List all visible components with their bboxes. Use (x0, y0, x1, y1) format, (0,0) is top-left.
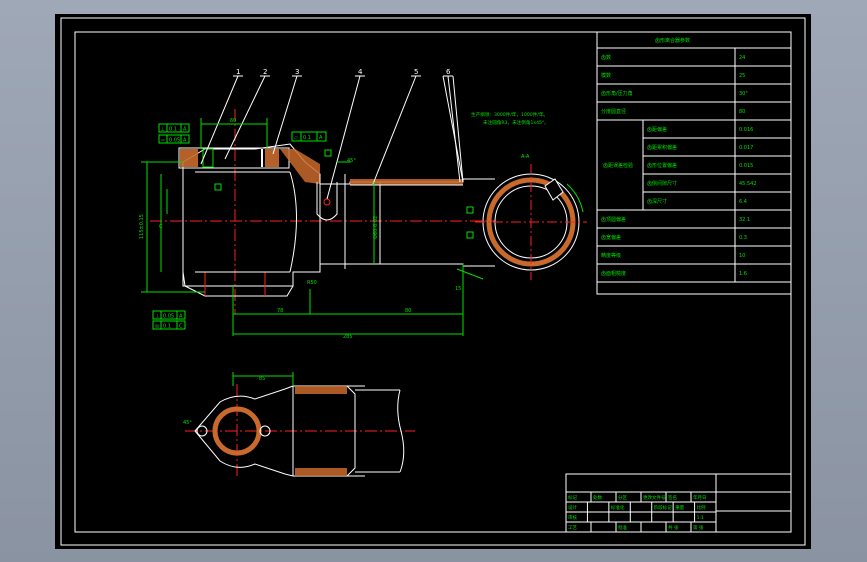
main-view (141, 75, 495, 336)
fcf-tolerance-2: 0.1 (163, 324, 171, 330)
title-block-cell: 设计 (568, 504, 577, 511)
fcf-datum: A (319, 135, 323, 141)
fcf-tolerance: 0.05 (163, 314, 174, 320)
plan-view (185, 372, 415, 479)
param-label-2: 齿形角/压力角 (601, 90, 633, 97)
param-value-2: 30° (739, 91, 748, 97)
param-label-0: 齿数 (601, 54, 611, 61)
title-block-cell: 共 张 (668, 524, 679, 531)
part-number-6: 6 (446, 68, 451, 76)
fcf-tolerance-2: 0.05 (169, 138, 180, 144)
cad-drawing-canvas[interactable]: 1 2 3 4 5 6 生产纲领：3000件/年，1000件/年。 未注圆角R3… (55, 14, 811, 549)
part-number-2: 2 (263, 68, 267, 76)
title-block-cell: 分区 (618, 494, 627, 501)
tail-param-label-2: 精度等级 (601, 252, 621, 259)
tail-param-label-1: 齿宽偏差 (601, 234, 621, 241)
drawing-sheet: 1 2 3 4 5 6 生产纲领：3000件/年，1000件/年。 未注圆角R3… (60, 17, 806, 546)
sub-param-label-3: 齿侧间隙尺寸 (647, 180, 677, 187)
title-block-cell: 年月日 (693, 494, 707, 501)
tail-param-value-2: 10 (739, 253, 745, 259)
fcf-tolerance: 0.1 (303, 135, 311, 141)
section-aa-view: A-A (475, 154, 587, 280)
technical-notes: 生产纲领：3000件/年，1000件/年。 未注圆角R3，未注倒角1x45°。 (471, 111, 549, 126)
sub-param-label-0: 齿距偏差 (647, 126, 667, 133)
sub-param-value-1: 0.017 (739, 145, 753, 151)
fcf-datum: A (183, 127, 187, 133)
param-value-3: 80 (739, 109, 745, 115)
parameter-rows: 齿数 24 模数 25 齿形角/压力角 30° 分度圆直径 80 齿距偏差 0.016 齿距累积偏差… (597, 48, 791, 283)
title-block-cell: 工艺 (568, 525, 577, 531)
part-number-3: 3 (295, 68, 299, 76)
sub-param-value-2: 0.015 (739, 163, 753, 169)
fcf-symbol-2: ▱ (161, 138, 165, 144)
fcf-datum-2: A (183, 138, 187, 144)
dim-shaft: Φ60-0.02 (373, 216, 379, 239)
dim-view-top: 85 (259, 376, 265, 382)
tail-param-value-0: 32.1 (739, 217, 750, 223)
sub-param-label-2: 齿形位置偏差 (647, 162, 677, 169)
section-label: A-A (521, 154, 530, 160)
part-number-labels: 1 2 3 4 5 6 (236, 68, 451, 76)
param-label-1: 模数 (601, 72, 611, 79)
title-block (565, 473, 792, 533)
fcf-top-left: ⟂ 0.1 A ▱ 0.05 A (158, 123, 190, 144)
title-block-cell: 批准 (618, 524, 627, 531)
title-block-cell: 阶段标记 (654, 504, 672, 511)
params-title: 齿形离合器参数 (655, 37, 690, 44)
title-block-cell: 重量 (675, 504, 684, 511)
tail-param-value-3: 1.6 (739, 271, 747, 277)
dim-radius: R50 (307, 280, 317, 286)
title-block-cell: 比例 (697, 504, 706, 511)
dim-view-angle: 45° (183, 420, 192, 426)
title-block-cell: 审核 (568, 514, 577, 521)
sub-param-value-3: 45.542 (739, 181, 757, 187)
note-line-1: 生产纲领：3000件/年，1000件/年。 (471, 111, 548, 118)
param-label-3: 分度圆直径 (601, 108, 626, 115)
title-block-cell: 第 张 (693, 524, 704, 531)
dim-right: 80 (405, 308, 411, 314)
note-line-2: 未注圆角R3，未注倒角1x45°。 (483, 119, 549, 126)
fcf-symbol: ⊥ (155, 314, 159, 320)
title-block-cell: 1:1 (697, 515, 704, 521)
title-block-cell: 签名 (668, 494, 677, 501)
param-group-label: 齿距误差检验 (603, 162, 633, 169)
tail-param-label-0: 齿顶圆偏差 (601, 216, 626, 223)
title-block-cell: 标记 (568, 494, 577, 501)
title-block-cells: 标记 处数 分区 更改文件号签名 年月日设计 标准化 阶段标记重量 比例审核 1:1 工艺 批准 共 … (565, 491, 716, 532)
title-block-cell: 处数 (593, 494, 602, 501)
part-number-5: 5 (414, 68, 418, 76)
fcf-tolerance: 0.1 (169, 127, 177, 133)
dim-small: 15 (455, 286, 461, 292)
fcf-symbol-2: ◎ (155, 324, 160, 330)
outer-border (60, 17, 806, 546)
fcf-bottom: ⊥ 0.05 A ◎ 0.1 C (152, 310, 186, 330)
param-value-0: 24 (739, 55, 745, 61)
fcf-datum: A (179, 314, 183, 320)
parameter-table: 齿形离合器参数 (596, 31, 792, 295)
dim-top: 60 (230, 118, 236, 124)
tail-param-label-3: 齿面粗糙度 (601, 270, 626, 277)
dimension-labels: 60 78 80 285 115±0.15 Φ60-0.02 15 R50 45… (139, 118, 461, 426)
title-block-cell: 更改文件号 (643, 494, 666, 501)
dim-angle: 45° (347, 158, 356, 164)
sub-param-value-4: 6.4 (739, 199, 747, 205)
sub-param-label-1: 齿距累积偏差 (647, 144, 677, 151)
tail-param-value-1: 0.3 (739, 235, 747, 241)
title-block-cell: 标准化 (611, 504, 625, 511)
param-value-1: 25 (739, 73, 745, 79)
fcf-symbol: ⟂ (161, 127, 165, 133)
sub-param-value-0: 0.016 (739, 127, 753, 133)
part-number-4: 4 (358, 68, 363, 76)
dim-left-vert: 115±0.15 (139, 214, 145, 239)
datum-label: C (159, 224, 163, 230)
sub-param-label-4: 齿深尺寸 (647, 198, 667, 205)
fcf-datum-2: C (179, 324, 183, 330)
dim-bottom: 78 (277, 308, 283, 314)
part-number-1: 1 (236, 68, 240, 76)
dim-total: 285 (343, 334, 353, 340)
fcf-top-right: ▱ 0.1 A (291, 131, 327, 142)
fcf-symbol: ▱ (294, 135, 298, 141)
